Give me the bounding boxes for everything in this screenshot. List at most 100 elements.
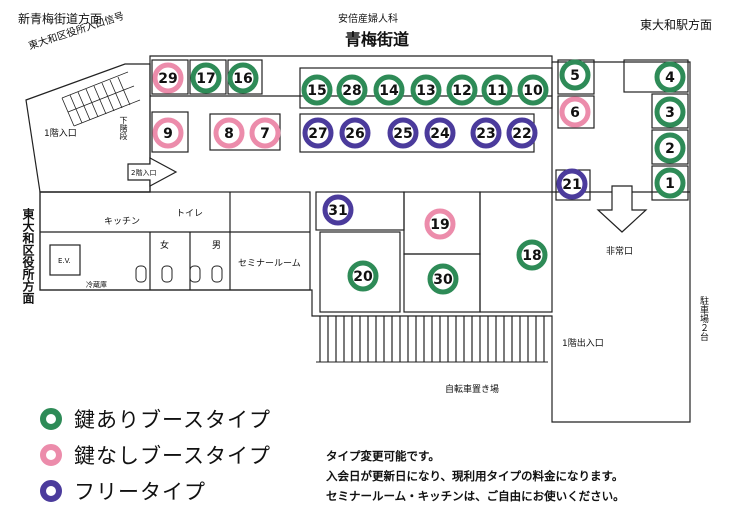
legend-label-free: フリータイプ [74,480,206,504]
booth-31: 31 [322,194,354,226]
booth-26: 26 [339,117,371,149]
booth-7: 7 [249,117,281,149]
booth-marker-keyed [654,96,686,128]
label-bicycle: 自転車置き場 [445,385,500,395]
booth-10: 10 [517,74,549,106]
booth-marker-unkeyed [213,117,245,149]
label-toilet: トイレ [176,209,204,219]
toilet-icons [135,265,223,283]
booth-marker-keyed [654,132,686,164]
stairwell-outline [25,63,151,193]
booth-15: 15 [301,74,333,106]
booth-6: 6 [559,96,591,128]
booth-14: 14 [373,74,405,106]
booth-number: 22 [512,126,531,142]
booth-3: 3 [654,96,686,128]
label-higashiyamato-station: 東大和駅方面 [640,18,713,32]
label-ome-road: 青梅街道 [345,30,410,49]
legend-dot-unkeyed [40,444,62,466]
booth-number: 17 [196,71,215,87]
booth-number: 13 [416,83,435,99]
emergency-exit-arrow [596,185,648,233]
booth-number: 6 [570,105,580,121]
legend-item-free: フリータイプ [40,476,206,506]
booth-marker-unkeyed [152,117,184,149]
booth-number: 27 [308,126,327,142]
booth-17: 17 [190,62,222,94]
note-type-change: タイプ変更可能です。 [326,449,440,463]
booth-marker-free [556,168,588,200]
booth-number: 28 [342,83,361,99]
booth-19: 19 [424,208,456,240]
booth-24: 24 [424,117,456,149]
booth-marker-keyed [373,74,405,106]
label-men: 男 [212,241,222,251]
booth-marker-free [387,117,419,149]
label-seminar-room: セミナールーム [238,259,301,269]
label-abe-clinic: 安倍産婦人科 [338,14,398,25]
booth-number: 5 [570,68,580,84]
booth-marker-unkeyed [559,96,591,128]
booth-number: 9 [163,126,173,142]
label-women: 女 [160,241,170,251]
booth-22: 22 [506,117,538,149]
label-exit-1f: 1階出入口 [562,339,604,349]
booth-number: 2 [665,141,675,157]
booth-number: 15 [307,83,326,99]
booth-number: 1 [665,176,675,192]
label-ev: E.V. [58,257,71,265]
legend-dot-keyed [40,408,62,430]
legend-label-keyed: 鍵ありブースタイプ [74,408,271,432]
booth-marker-keyed [654,61,686,93]
booth-16: 16 [227,62,259,94]
booth-marker-keyed [336,74,368,106]
booth-number: 23 [476,126,495,142]
booth-number: 20 [353,269,373,285]
booth-20: 20 [347,260,379,292]
booth-1: 1 [654,167,686,199]
legend-label-unkeyed: 鍵なしブースタイプ [74,444,271,468]
note-seminar-kitchen: セミナールーム・キッチンは、ご自由にお使いください。 [326,489,625,503]
booth-number: 10 [523,83,543,99]
booth-number: 30 [433,272,453,288]
booth-marker-unkeyed [152,62,184,94]
label-parking: 駐車場２台 [698,296,708,341]
label-entrance-1f: 1階入口 [44,129,77,139]
booth-number: 26 [345,126,364,142]
arrow-2f-entrance [127,156,178,188]
booth-marker-unkeyed [249,117,281,149]
booth-12: 12 [446,74,478,106]
booth-marker-free [322,194,354,226]
booth-number: 4 [665,70,675,86]
note-renewal: 入会日が更新日になり、現利用タイプの料金になります。 [326,469,624,483]
booth-9: 9 [152,117,184,149]
booth-11: 11 [481,74,513,106]
booth-8: 8 [213,117,245,149]
booth-number: 8 [224,126,234,142]
booth-number: 12 [452,83,471,99]
booth-number: 29 [158,71,177,87]
booth-marker-unkeyed [424,208,456,240]
booth-number: 18 [522,248,541,264]
booth-marker-keyed [427,263,459,295]
label-shin-ome: 新青梅街道方面 [18,12,103,26]
booth-marker-free [506,117,538,149]
booth-number: 25 [393,126,412,142]
booth-18: 18 [516,239,548,271]
booth-29: 29 [152,62,184,94]
booth-number: 14 [379,83,399,99]
booth-number: 7 [260,126,270,142]
booth-5: 5 [559,59,591,91]
label-fridge: 冷蔵庫 [86,281,107,289]
label-stairs-down: 下階段 [119,116,128,140]
booth-marker-keyed [301,74,333,106]
booth-marker-free [424,117,456,149]
booth-13: 13 [410,74,442,106]
building-outline [39,55,691,423]
legend-item-keyed: 鍵ありブースタイプ [40,404,271,434]
booth-number: 24 [430,126,450,142]
booth-marker-free [302,117,334,149]
booth-30: 30 [427,263,459,295]
booth-marker-free [339,117,371,149]
